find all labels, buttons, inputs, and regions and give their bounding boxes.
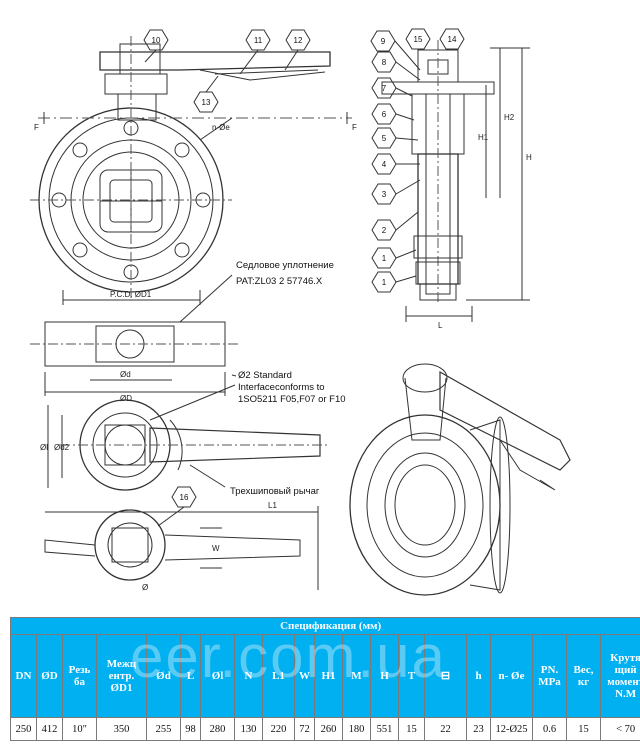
spec-header: PN. MPa (532, 634, 567, 718)
callout-14: 14 (448, 35, 457, 44)
spec-cell: 72 (294, 717, 315, 741)
callout-6: 6 (382, 110, 387, 119)
seat-seal-title: Седловое уплотнение (236, 260, 334, 271)
spec-header: Ød (146, 634, 181, 718)
spec-cell: 551 (370, 717, 399, 741)
spec-header-row: DN ØD Резь ба Межц ентр. ØD1 Ød L Øl N L… (10, 634, 640, 718)
spec-cell: 280 (200, 717, 235, 741)
spec-cell: 15 (398, 717, 425, 741)
spec-cell: 98 (180, 717, 201, 741)
iso-note-line-1: Ø2 Standard (238, 370, 292, 381)
spec-cell: 130 (234, 717, 263, 741)
callout-4: 4 (382, 160, 387, 169)
h2-label: H2 (504, 113, 515, 122)
lever-note: Трехшиповый рычаг (230, 486, 320, 497)
callout-labels: 10 11 12 13 9 15 14 8 7 6 5 4 3 2 1 1 16 (152, 35, 457, 502)
section-mark-right: F (352, 123, 357, 132)
section-mark-left: F (34, 123, 39, 132)
callout-3: 3 (382, 190, 387, 199)
callout-7: 7 (382, 84, 387, 93)
callout-8: 8 (382, 58, 387, 67)
callout-16: 16 (180, 493, 189, 502)
spec-header: H (370, 634, 399, 718)
w-label: W (212, 544, 220, 553)
spec-data-row: 250 412 10" 350 255 98 280 130 220 72 26… (10, 717, 640, 741)
specification-table: Спецификация (мм) DN ØD Резь ба Межц ент… (9, 617, 640, 741)
spec-header: W (294, 634, 315, 718)
iso-note-line-3: 1SO5211 F05,F07 or F10 (238, 394, 346, 405)
callout-9: 9 (381, 37, 386, 46)
pcd-label: P.C.D. ØD1 (110, 290, 152, 299)
spec-header: ⊟ (424, 634, 467, 718)
valve-technical-drawing: 10 11 12 13 9 15 14 8 7 6 5 4 3 2 1 1 16… (30, 28, 571, 596)
spec-header: h (466, 634, 491, 718)
spec-cell: 12-Ø25 (490, 717, 533, 741)
seat-seal-patent: PAT:ZL03 2 57746.X (236, 276, 323, 287)
spec-cell: 10" (62, 717, 97, 741)
notes: Седловое уплотнение PAT:ZL03 2 57746.X Ø… (230, 260, 346, 497)
spec-cell: 23 (466, 717, 491, 741)
dimension-labels: F F P.C.D. ØD1 n-Øe Ød ØD Øl Ød2 L1 W L … (34, 113, 532, 592)
spec-header: L (180, 634, 201, 718)
spec-cell: < 70 (599, 717, 640, 741)
callout-2: 2 (382, 226, 387, 235)
callout-1: 1 (382, 254, 387, 263)
spec-table-title: Спецификация (мм) (9, 617, 640, 635)
d-outer-label: ØD (120, 394, 132, 403)
spec-header: Вес, кг (566, 634, 601, 718)
bottom-view (44, 486, 319, 590)
callout-13: 13 (202, 98, 211, 107)
spec-header: ØD (36, 634, 63, 718)
d2-label: Ød2 (54, 443, 70, 452)
callout-1b: 1 (382, 278, 387, 287)
spec-header: M (342, 634, 371, 718)
spec-cell: 220 (262, 717, 295, 741)
l1-label: L1 (268, 501, 277, 510)
spec-cell: 250 (10, 717, 37, 741)
spec-header: Резь ба (62, 634, 97, 718)
callout-15: 15 (414, 35, 423, 44)
callout-5: 5 (382, 134, 387, 143)
spec-cell: 260 (314, 717, 343, 741)
fi-label: Ø (142, 583, 148, 592)
spec-cell: 180 (342, 717, 371, 741)
plan-view (47, 384, 330, 491)
l-label: L (438, 321, 443, 330)
spec-header: Крутя щий момент N.M (599, 634, 640, 718)
spec-header: DN (10, 634, 37, 718)
callout-12: 12 (294, 36, 303, 45)
callout-10: 10 (152, 36, 161, 45)
spec-cell: 350 (96, 717, 147, 741)
spec-cell: 255 (146, 717, 181, 741)
h-label: H (526, 153, 532, 162)
spec-header: N (234, 634, 263, 718)
front-view (30, 36, 352, 305)
spec-cell: 15 (566, 717, 601, 741)
spec-cell: 22 (424, 717, 467, 741)
d1-label: Øl (40, 443, 48, 452)
side-section-view (381, 40, 530, 322)
spec-header: T (398, 634, 425, 718)
spec-header: L1 (262, 634, 295, 718)
h1-label: H1 (478, 133, 489, 142)
callout-11: 11 (254, 36, 263, 45)
top-section-view (30, 274, 240, 396)
d-label: Ød (120, 370, 131, 379)
spec-header: Øl (200, 634, 235, 718)
spec-header: n- Øe (490, 634, 533, 718)
spec-cell: 0.6 (532, 717, 567, 741)
spec-header: H1 (314, 634, 343, 718)
isometric-view (349, 363, 571, 596)
spec-cell: 412 (36, 717, 63, 741)
ne-label: n-Øe (212, 123, 230, 132)
spec-header: Межц ентр. ØD1 (96, 634, 147, 718)
iso-note-line-2: Interfaceconforms to (238, 382, 325, 393)
